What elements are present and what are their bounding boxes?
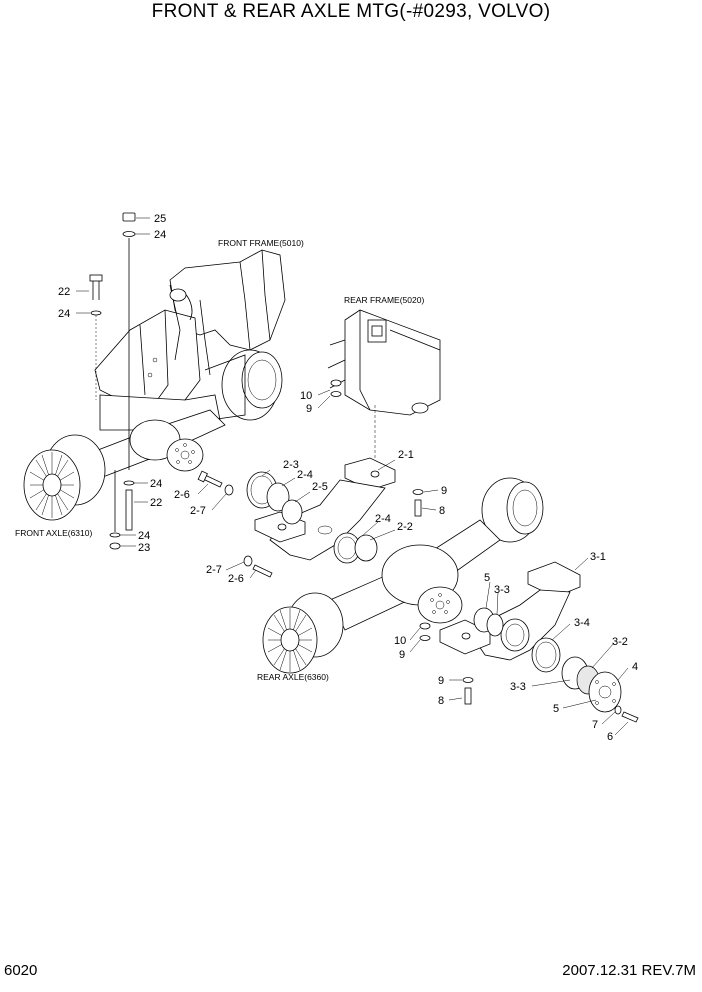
callout-8: 8 (438, 695, 444, 707)
bushing-set-front (197, 470, 378, 578)
rear-axle-drawing (262, 477, 544, 674)
rear-axle-label: REAR AXLE(6360) (257, 672, 329, 682)
callout-2-2: 2-2 (397, 521, 413, 533)
callout-2-3: 2-3 (283, 459, 299, 471)
front-cradle-drawing (254, 457, 396, 561)
front-axle-label: FRONT AXLE(6310) (15, 528, 92, 538)
rear-cradle-drawing (330, 379, 639, 723)
callout-3-1: 3-1 (590, 551, 606, 563)
callout-24: 24 (138, 530, 150, 542)
callout-10: 10 (394, 635, 406, 647)
callout-24: 24 (154, 229, 166, 241)
callout-23: 23 (138, 542, 150, 554)
callout-24: 24 (150, 478, 162, 490)
callout-22: 22 (150, 497, 162, 509)
front-mount-hardware (89, 212, 136, 550)
callout-2-6: 2-6 (174, 489, 190, 501)
callout-7: 7 (592, 719, 598, 731)
rear-frame-label: REAR FRAME(5020) (344, 295, 424, 305)
callout-2-4: 2-4 (297, 469, 313, 481)
callout-2-4: 2-4 (375, 513, 391, 525)
page-number: 6020 (4, 962, 38, 979)
callout-25: 25 (154, 213, 166, 225)
callout-3-3: 3-3 (494, 584, 510, 596)
callout-22: 22 (58, 286, 70, 298)
callout-9: 9 (306, 403, 312, 415)
callout-3-4: 3-4 (574, 617, 590, 629)
callout-9: 9 (441, 485, 447, 497)
callout-9: 9 (438, 675, 444, 687)
leader-lines (76, 217, 629, 736)
callout-10: 10 (300, 390, 312, 402)
revision-date: 2007.12.31 REV.7M (562, 962, 696, 979)
callout-8: 8 (439, 505, 445, 517)
callout-6: 6 (607, 731, 613, 743)
front-axle-drawing (23, 349, 283, 521)
callout-labels: 25 24 22 24 24 22 24 23 2-3 2-4 2-5 2-6 … (58, 213, 638, 743)
callout-2-6: 2-6 (228, 573, 244, 585)
callout-2-7: 2-7 (190, 505, 206, 517)
callout-2-7: 2-7 (206, 564, 222, 576)
callout-5: 5 (484, 572, 490, 584)
front-frame-label: FRONT FRAME(5010) (218, 238, 304, 248)
callout-3-2: 3-2 (612, 636, 628, 648)
callout-24: 24 (58, 308, 70, 320)
callout-2-1: 2-1 (398, 449, 414, 461)
rear-frame-drawing (327, 309, 441, 460)
page-title: FRONT & REAR AXLE MTG(-#0293, VOLVO) (151, 1, 551, 22)
callout-2-5: 2-5 (312, 481, 328, 493)
callout-3-3: 3-3 (510, 681, 526, 693)
callout-9: 9 (399, 649, 405, 661)
callout-5: 5 (553, 703, 559, 715)
callout-4: 4 (632, 661, 638, 673)
